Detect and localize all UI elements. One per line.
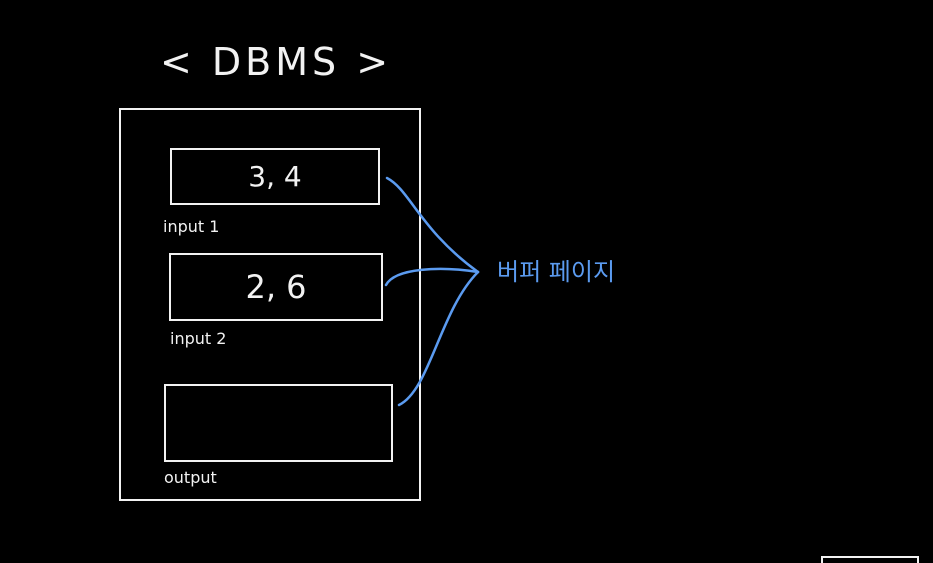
- dbms-container: [119, 108, 421, 501]
- output-buffer-label: output: [164, 468, 217, 487]
- input-buffer-1-value: 3, 4: [248, 160, 302, 193]
- diagram-title: < DBMS >: [160, 40, 393, 84]
- curve-to-input-2: [384, 267, 480, 287]
- buffer-page-annotation: 버퍼 페이지: [497, 258, 616, 286]
- input-buffer-2-value: 2, 6: [245, 268, 307, 306]
- input-buffer-2-label: input 2: [170, 329, 227, 348]
- input-buffer-1: 3, 4: [170, 148, 380, 205]
- curve-to-output: [397, 270, 480, 407]
- curve-to-input-1: [385, 176, 480, 274]
- corner-element: [821, 556, 919, 563]
- input-buffer-2: 2, 6: [169, 253, 383, 321]
- output-buffer: [164, 384, 393, 462]
- input-buffer-1-label: input 1: [163, 217, 220, 236]
